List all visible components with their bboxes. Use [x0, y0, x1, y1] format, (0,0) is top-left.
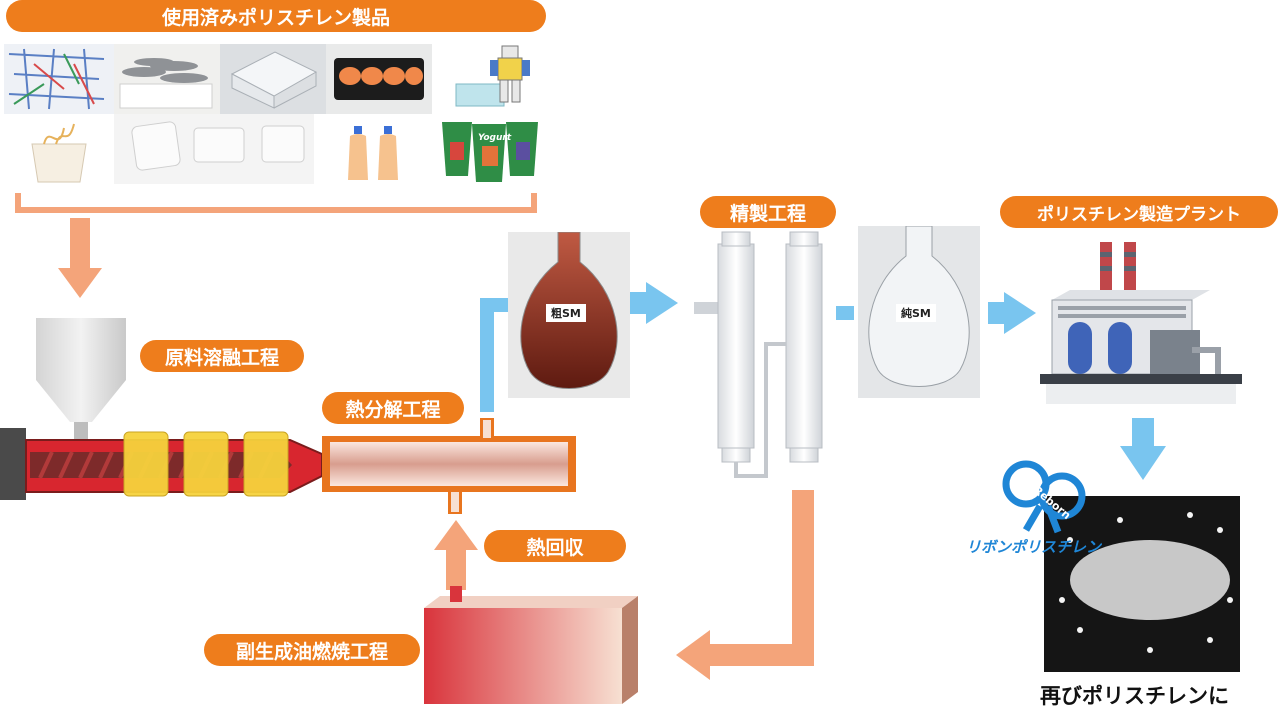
- product-photo-model-kit-runners: [4, 44, 114, 114]
- label-refining: 精製工程: [700, 196, 836, 228]
- pyrolysis-tube: [322, 418, 576, 514]
- product-photo-sushi-tray: [326, 44, 432, 114]
- arrow-plant-to-pellets: [1120, 418, 1166, 480]
- pipe-pyrolysis-to-crude: [480, 298, 508, 412]
- product-bracket: [15, 193, 537, 213]
- arrow-crude-to-refining: [630, 282, 678, 324]
- pure-sm-label: 純SM: [896, 304, 936, 322]
- pure-sm-flask: 純SM: [858, 226, 980, 398]
- brand-name-ribbon-polystyrene: リボンポリスチレン: [966, 538, 1102, 556]
- yogurt-cup-text: Yogurt: [478, 133, 512, 143]
- label-byproduct-oil-combustion: 副生成油燃焼工程: [204, 634, 420, 666]
- label-polystyrene-plant: ポリスチレン製造プラント: [1000, 196, 1278, 228]
- arrow-heat-recovery: [434, 520, 478, 590]
- pellets-photo: [1044, 496, 1240, 672]
- label-used-polystyrene-products: 使用済みポリスチレン製品: [6, 0, 546, 32]
- product-photo-fish-tray: [114, 44, 220, 114]
- product-photo-yogurt-drink-bottles: [340, 120, 410, 184]
- arrow-down-to-hopper: [58, 218, 102, 298]
- product-photo-yogurt-cups: Yogurt: [438, 114, 542, 186]
- plant: [1040, 242, 1242, 404]
- crude-sm-flask: 粗SM: [508, 232, 630, 398]
- arrow-refining-to-pure: [836, 306, 854, 320]
- extruder: [0, 428, 323, 500]
- product-photo-clear-container: [220, 44, 326, 114]
- arrow-refining-to-combustion: [676, 490, 814, 680]
- caption-back-to-polystyrene: 再びポリスチレンに: [1040, 684, 1229, 708]
- crude-sm-label: 粗SM: [546, 304, 586, 322]
- product-photo-robot-toy: [450, 40, 540, 112]
- label-pyrolysis: 熱分解工程: [322, 392, 464, 424]
- hopper: [36, 318, 126, 440]
- product-photo-white-trays: [114, 114, 314, 184]
- combustion-tank: [424, 586, 638, 704]
- product-photo-cup-noodle: [4, 114, 114, 184]
- arrow-pure-to-plant: [988, 292, 1036, 334]
- distillation-columns: [694, 231, 823, 478]
- label-heat-recovery: 熱回収: [484, 530, 626, 562]
- label-material-melting: 原料溶融工程: [140, 340, 304, 372]
